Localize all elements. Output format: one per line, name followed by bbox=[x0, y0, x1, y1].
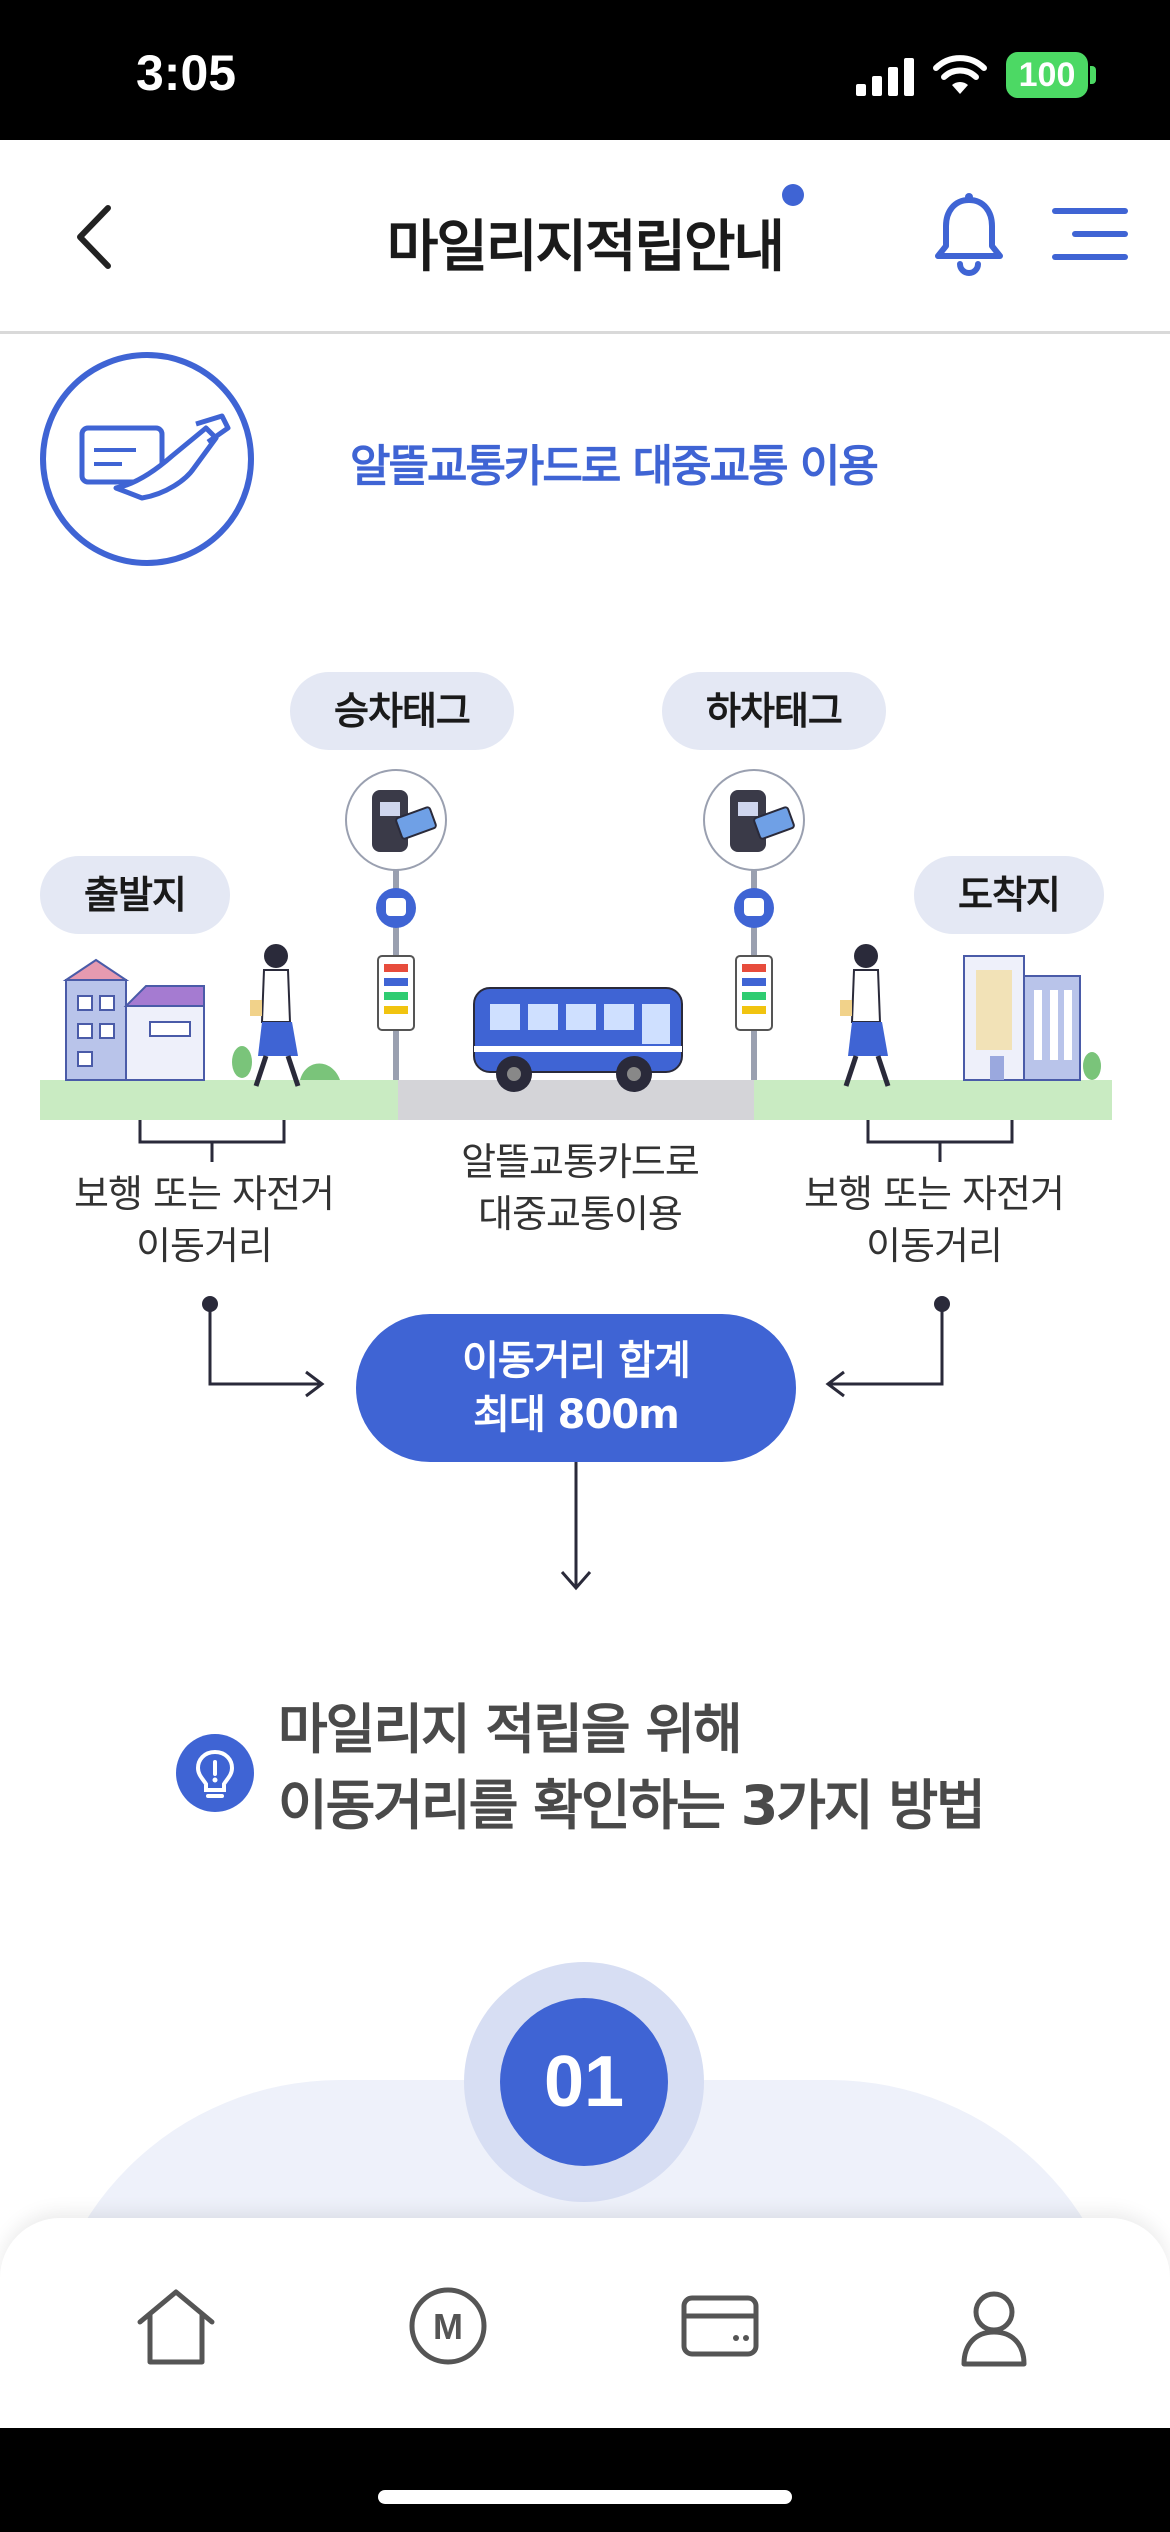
notification-dot bbox=[782, 184, 804, 206]
bottom-navigation: M bbox=[0, 2218, 1170, 2428]
wifi-icon bbox=[933, 55, 987, 94]
journey-illustration bbox=[40, 769, 1112, 1120]
ground-right bbox=[754, 1080, 1112, 1120]
status-time: 3:05 bbox=[136, 45, 237, 101]
road bbox=[398, 1080, 754, 1120]
cellular-signal-icon bbox=[856, 58, 914, 96]
step-number: 01 bbox=[500, 1998, 668, 2166]
ground-left bbox=[40, 1080, 398, 1120]
app-header: 마일리지적립안내 bbox=[0, 140, 1170, 334]
home-indicator-area bbox=[0, 2428, 1170, 2532]
label-departure: 출발지 bbox=[40, 856, 230, 934]
battery-indicator: 100 bbox=[1006, 52, 1088, 98]
label-boarding-tag: 승차태그 bbox=[290, 672, 514, 750]
home-icon[interactable] bbox=[134, 2284, 218, 2368]
office-building-icon bbox=[963, 955, 1081, 1081]
svg-text:M: M bbox=[433, 2306, 463, 2347]
hand-card-icon bbox=[79, 413, 231, 501]
home-indicator[interactable] bbox=[378, 2490, 792, 2504]
lightbulb-icon bbox=[176, 1734, 254, 1812]
label-alighting-tag: 하차태그 bbox=[662, 672, 886, 750]
card-tap-icon bbox=[40, 352, 254, 566]
battery-tip bbox=[1090, 66, 1096, 84]
bus-stop-pole-right bbox=[703, 769, 805, 1080]
page-title: 마일리지적립안내 bbox=[386, 215, 785, 280]
caption-right: 보행 또는 자전거 이동거리 bbox=[804, 1172, 1065, 1268]
walker-right-icon bbox=[840, 944, 891, 1087]
status-bar: 3:05 100 bbox=[0, 0, 1170, 140]
bus-icon bbox=[473, 987, 683, 1092]
section-heading: 알뜰교통카드로 대중교통 이용 bbox=[350, 441, 879, 492]
profile-icon[interactable] bbox=[952, 2284, 1036, 2368]
houses-icon bbox=[62, 958, 205, 1081]
caption-left: 보행 또는 자전거 이동거리 bbox=[74, 1172, 335, 1268]
card-icon[interactable] bbox=[678, 2284, 762, 2368]
walker-left-icon bbox=[250, 944, 301, 1087]
bell-icon[interactable] bbox=[934, 192, 1004, 276]
distance-brackets bbox=[138, 1120, 1014, 1162]
menu-icon[interactable] bbox=[1052, 204, 1132, 264]
back-button[interactable] bbox=[70, 202, 120, 272]
tip-text: 마일리지 적립을 위해 이동거리를 확인하는 3가지 방법 bbox=[278, 1698, 986, 1837]
bus-stop-pole-left bbox=[345, 769, 447, 1080]
total-distance-badge: 이동거리 합계 최대 800m bbox=[356, 1314, 796, 1462]
flow-arrows bbox=[202, 1296, 950, 1591]
mileage-icon[interactable]: M bbox=[406, 2284, 490, 2368]
label-arrival: 도착지 bbox=[914, 856, 1104, 934]
caption-middle: 알뜰교통카드로 대중교통이용 bbox=[461, 1140, 700, 1236]
